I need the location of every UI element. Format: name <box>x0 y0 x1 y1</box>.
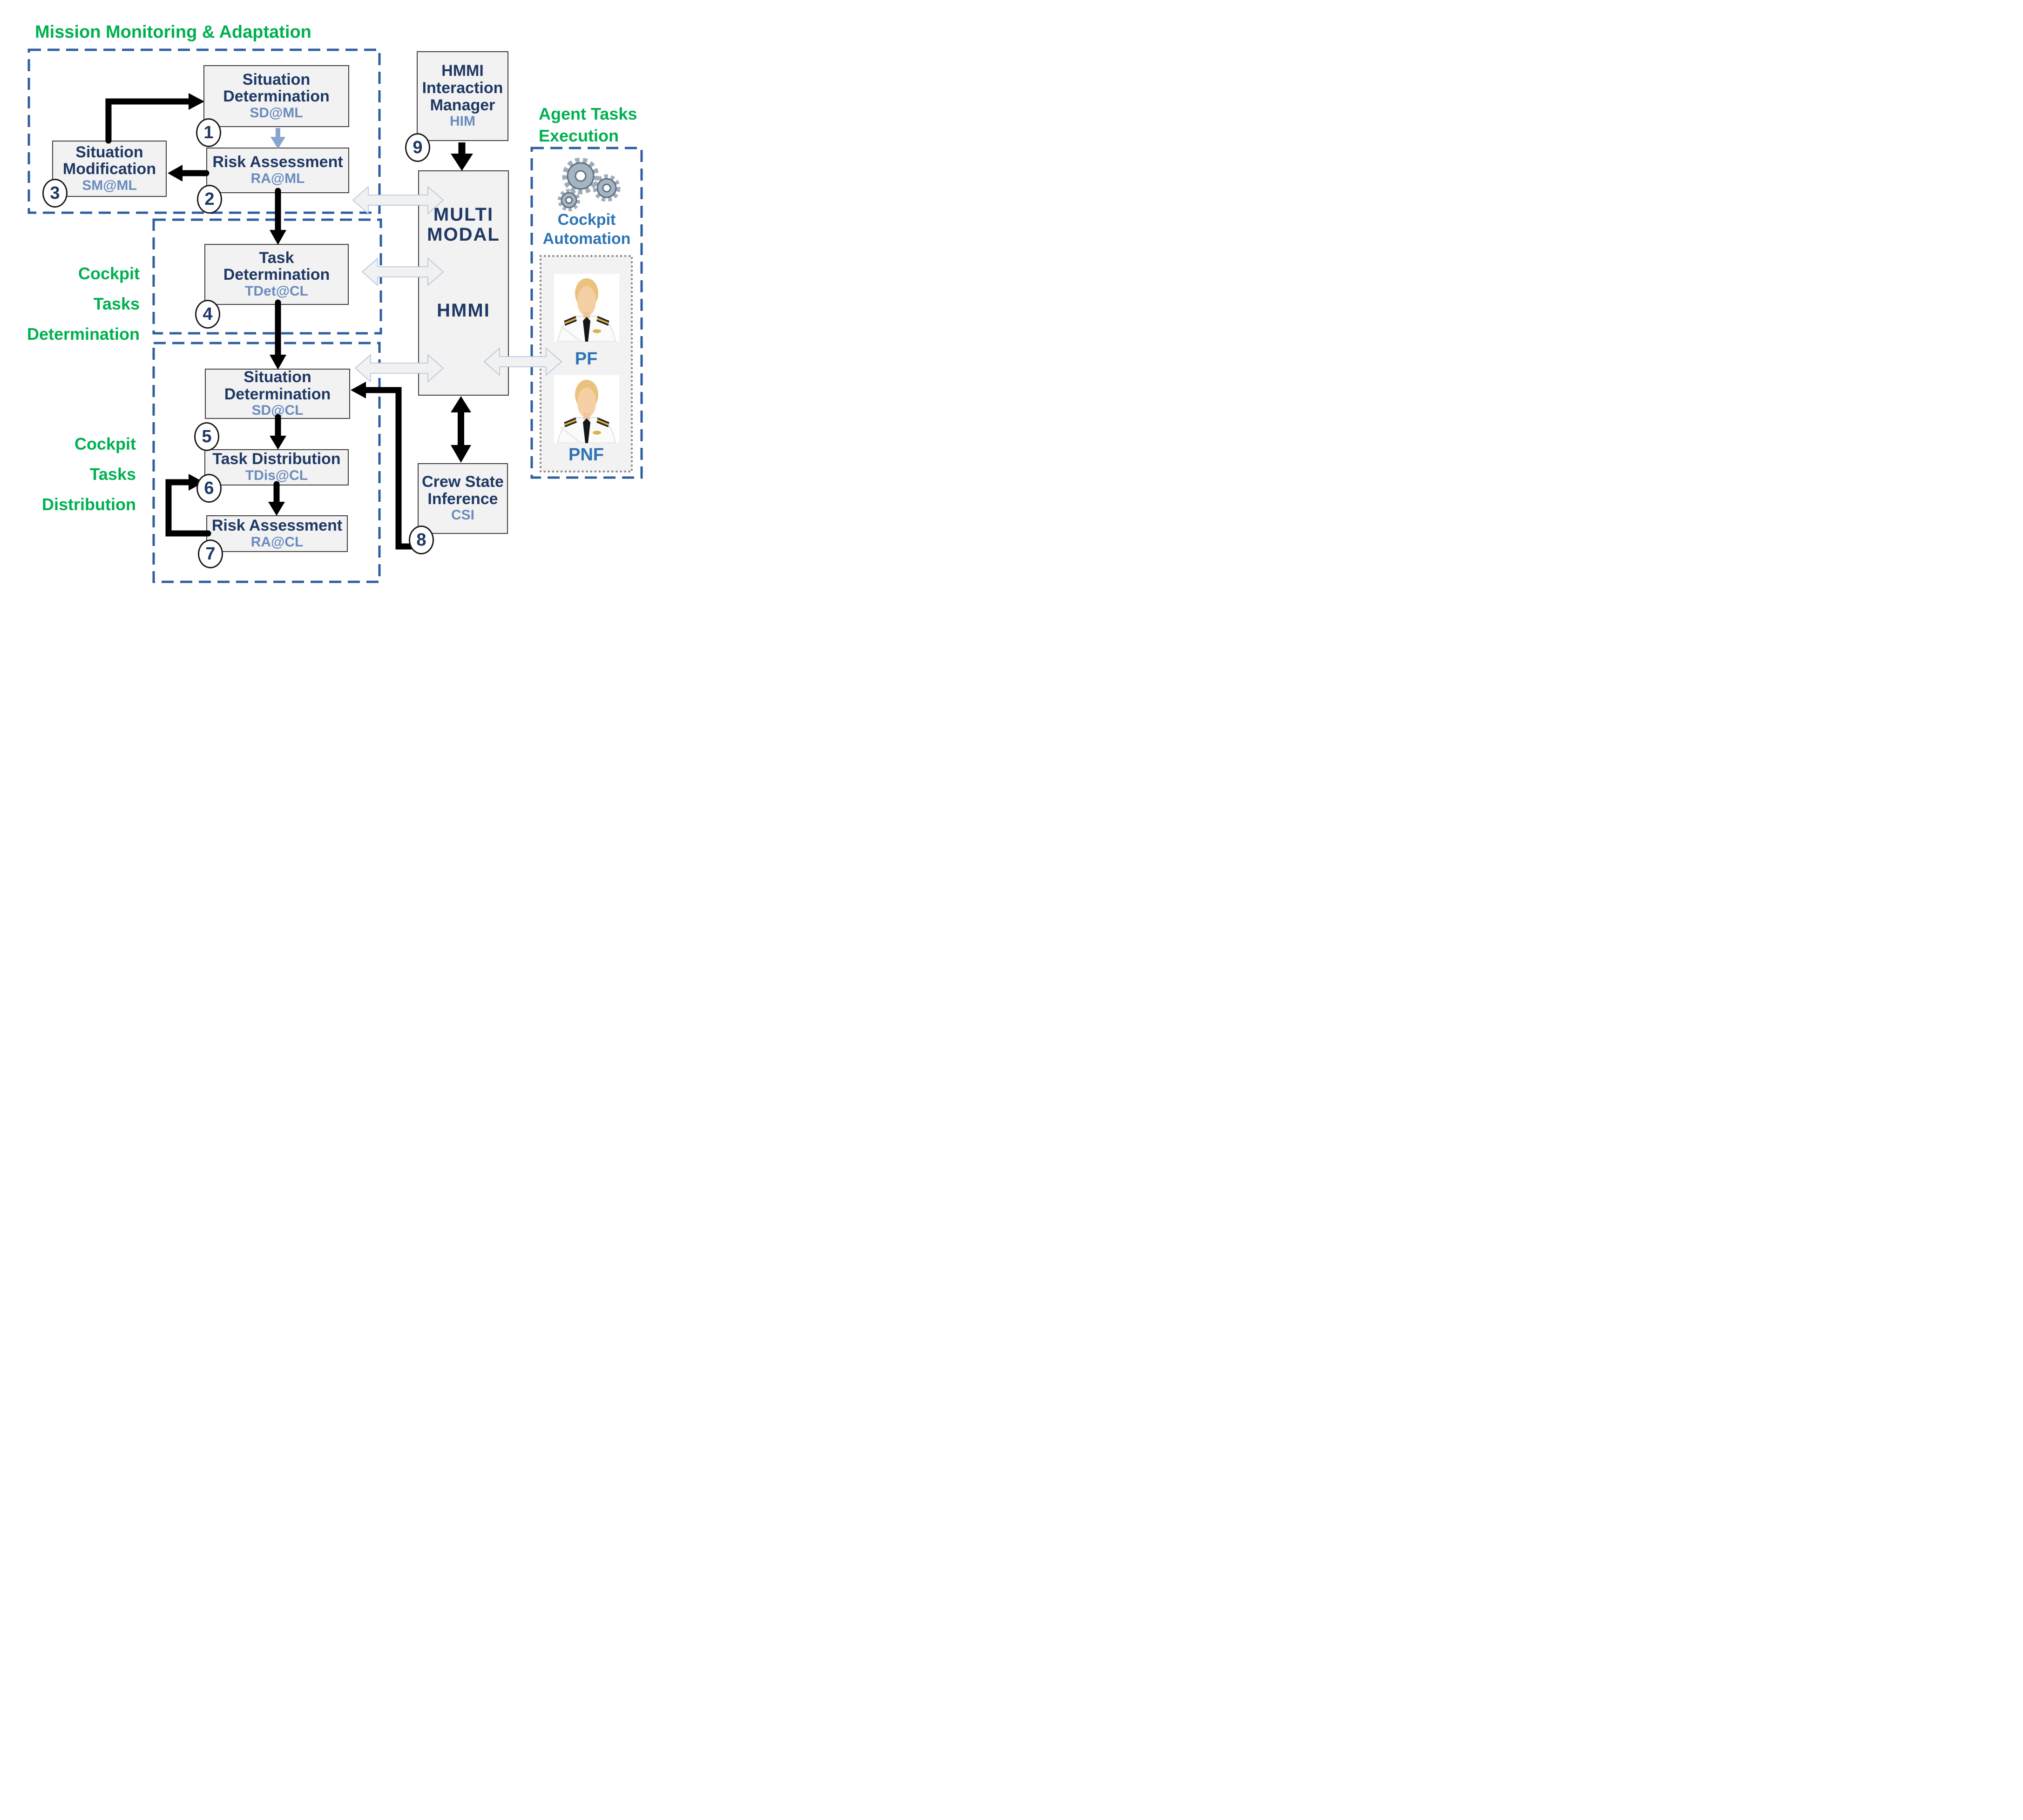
arrow-hmmi-csi-bidirectional <box>451 396 471 463</box>
box-title: Situation Determination <box>223 70 330 106</box>
pnf-pilot-photo <box>554 375 619 444</box>
box-title: HMMI Interaction Manager <box>422 62 503 114</box>
group-title-mission-monitoring: Mission Monitoring & Adaptation <box>35 22 311 42</box>
step-number-5: 5 <box>194 422 219 451</box>
box-code: RA@ML <box>250 171 305 187</box>
gears-icon <box>558 157 621 211</box>
step-number-2: 2 <box>197 185 222 214</box>
box-title: Task Distribution <box>212 450 341 468</box>
step-number-6: 6 <box>196 474 222 503</box>
box-title: Risk Assessment <box>212 153 343 171</box>
step-number-7: 7 <box>198 539 223 568</box>
group-title-cockpit-tasks-distribution: Cockpit Tasks Distribution <box>42 434 136 514</box>
box-risk-assessment-ml: Risk Assessment RA@ML <box>206 148 349 193</box>
arrow-him-to-hmmi <box>451 142 473 171</box>
box-code: SM@ML <box>82 177 137 193</box>
pf-label: PF <box>575 349 598 369</box>
box-code: HIM <box>450 114 475 129</box>
pilot-avatar-icon <box>554 375 619 444</box>
arrow-tdis-to-racl <box>268 481 285 516</box>
box-code: RA@CL <box>250 534 304 550</box>
step-number-1: 1 <box>196 118 221 147</box>
arrow-raml-to-smml <box>168 165 210 182</box>
arrow-tdet-to-sdcl <box>270 299 286 370</box>
cockpit-automation-label: Cockpit Automation <box>542 211 631 248</box>
group-title-agent-tasks-execution: Agent Tasks Execution <box>539 104 637 145</box>
box-risk-assessment-cl: Risk Assessment RA@CL <box>206 515 348 552</box>
box-code: CSI <box>451 507 474 523</box>
box-code: SD@CL <box>251 403 304 418</box>
box-code: SD@ML <box>250 105 303 121</box>
box-title: Risk Assessment <box>211 516 343 534</box>
box-title-hmmi: HMMI <box>437 300 490 321</box>
arrow-sdcl-to-tdis <box>270 414 286 450</box>
box-crew-state-inference: Crew State Inference CSI <box>418 463 508 534</box>
step-number-3: 3 <box>42 179 68 208</box>
box-title-multimodal: MULTI MODAL <box>427 204 500 245</box>
box-title: Crew State Inference <box>422 473 504 508</box>
box-situation-determination-ml: Situation Determination SD@ML <box>203 65 349 127</box>
arrow-raml-to-tdet <box>270 188 286 245</box>
box-task-distribution-cl: Task Distribution TDis@CL <box>204 449 349 485</box>
arrow-smml-to-sdml <box>105 93 204 144</box>
arrow-sdml-to-raml <box>271 128 285 149</box>
box-task-determination-cl: Task Determination TDet@CL <box>204 244 349 305</box>
box-title: Situation Modification <box>62 143 156 178</box>
box-code: TDis@CL <box>245 468 308 484</box>
pf-pilot-photo <box>554 274 619 343</box>
box-multimodal-hmmi: MULTI MODAL HMMI <box>418 170 509 396</box>
box-title: Situation Determination <box>224 368 331 403</box>
box-title: Task Determination <box>223 249 330 284</box>
group-title-cockpit-tasks-determination: Cockpit Tasks Determination <box>27 264 140 344</box>
box-code: TDet@CL <box>245 283 308 299</box>
step-number-8: 8 <box>409 526 434 554</box>
step-number-4: 4 <box>195 300 220 329</box>
diagram-canvas: Mission Monitoring & Adaptation Cockpit … <box>0 0 674 607</box>
box-hmmi-interaction-manager: HMMI Interaction Manager HIM <box>417 51 508 141</box>
step-number-9: 9 <box>405 133 430 162</box>
box-situation-modification-ml: Situation Modification SM@ML <box>52 141 167 197</box>
arrow-csi-to-sdcl <box>351 382 421 550</box>
pnf-label: PNF <box>568 445 604 465</box>
pilot-avatar-icon <box>554 274 619 343</box>
box-situation-determination-cl: Situation Determination SD@CL <box>205 369 350 419</box>
